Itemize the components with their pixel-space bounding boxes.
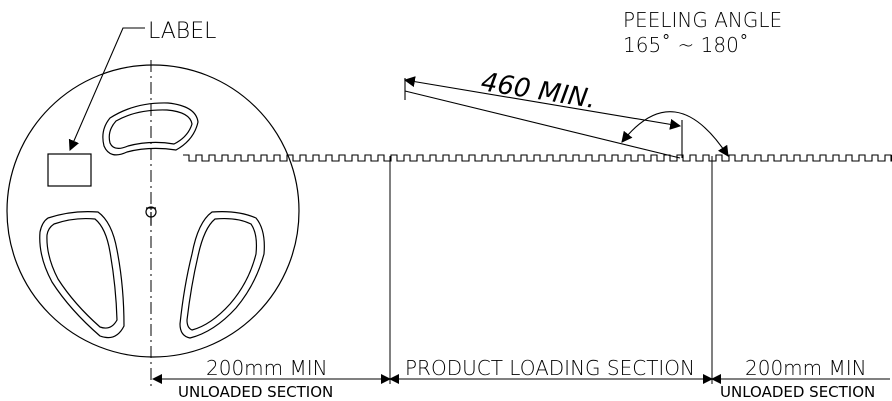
middle-dim-text: PRODUCT LOADING SECTION <box>405 356 695 380</box>
section-dividers <box>389 156 713 384</box>
right-dim-text: 200mm MIN <box>745 356 867 380</box>
reel-window-right <box>179 211 265 339</box>
length-label: 460 MIN. <box>479 67 598 115</box>
tape-pockets <box>183 154 892 162</box>
left-caption: UNLOADED SECTION <box>178 383 333 401</box>
peeling-angle-value: 165˚ ~ 180˚ <box>623 33 749 57</box>
peeling-angle-title: PEELING ANGLE <box>623 8 782 32</box>
reel-outer-rim <box>6 64 300 358</box>
peeling-angle-arc <box>621 111 729 157</box>
label-leader <box>68 27 145 152</box>
carrier-tape <box>183 154 892 162</box>
length-dim-line <box>403 76 682 130</box>
reel-window-left <box>39 211 125 339</box>
label-box <box>47 153 92 187</box>
reel <box>6 64 300 358</box>
label-text: LABEL <box>148 19 216 44</box>
right-caption: UNLOADED SECTION <box>720 383 875 401</box>
reel-window-top <box>102 102 199 156</box>
left-dim-text: 200mm MIN <box>206 356 328 380</box>
